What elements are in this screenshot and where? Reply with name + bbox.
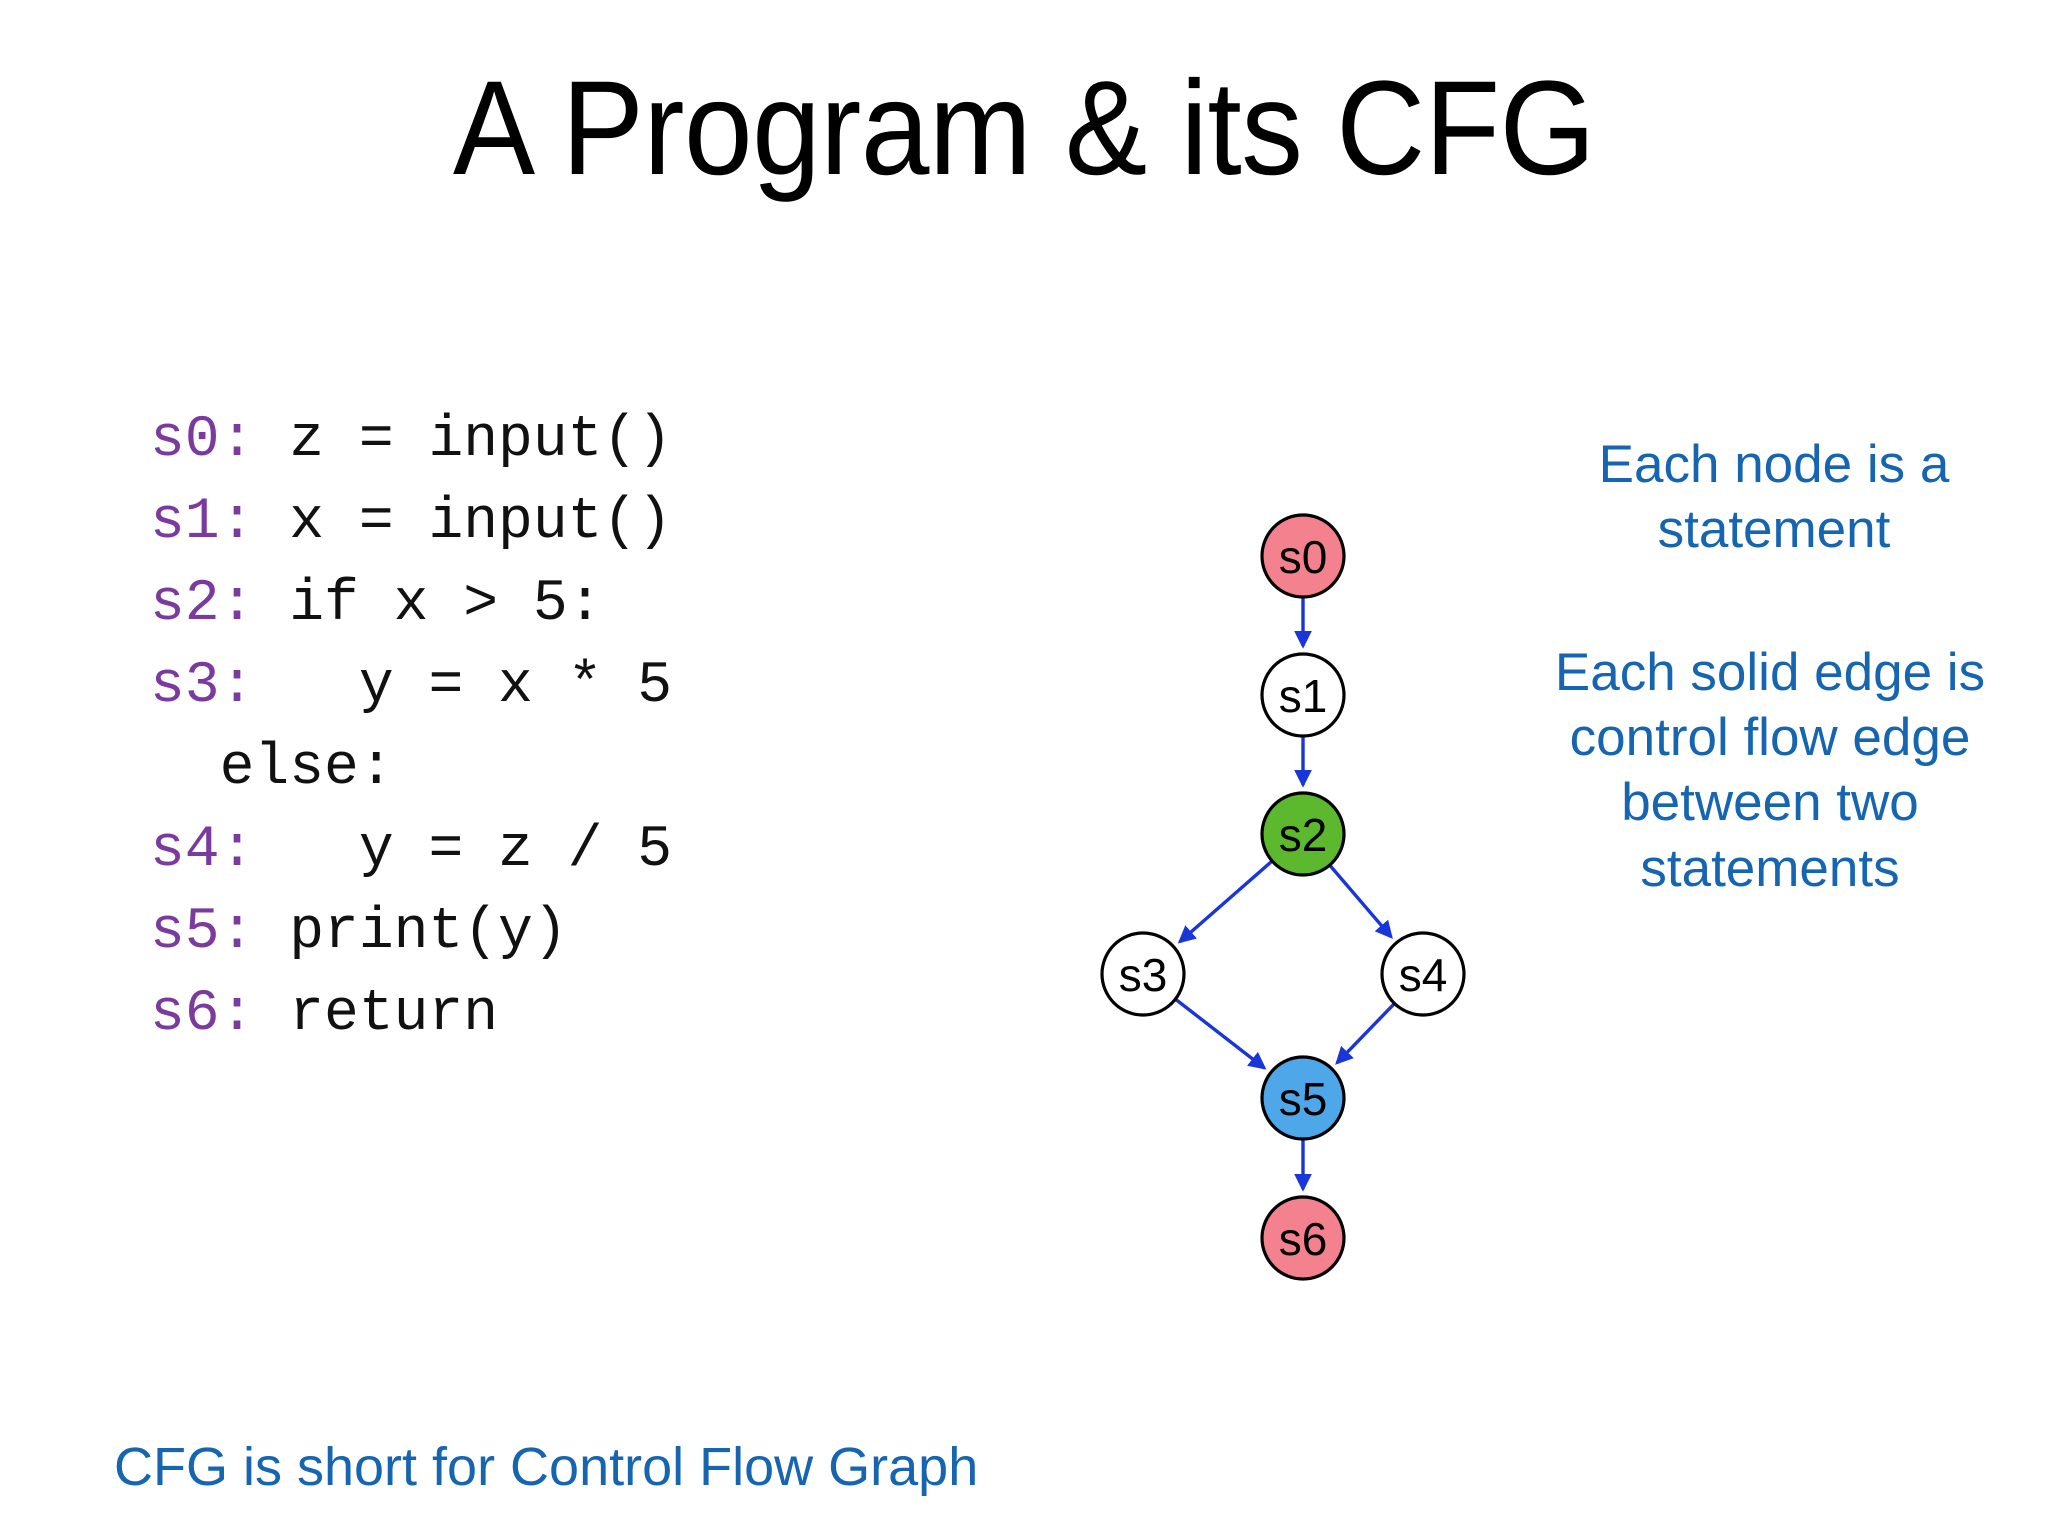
cfg-node-s5[interactable]: s5 bbox=[1260, 1055, 1346, 1141]
code-line-label: s0: bbox=[150, 408, 255, 473]
cfg-node-s3[interactable]: s3 bbox=[1100, 931, 1186, 1017]
code-line-text: print(y) bbox=[254, 900, 568, 965]
cfg-node-s1[interactable]: s1 bbox=[1260, 652, 1346, 738]
cfg-node-label: s3 bbox=[1119, 949, 1168, 1001]
footer-caption: CFG is short for Control Flow Graph bbox=[114, 1437, 979, 1497]
code-line: s1: x = input() bbox=[150, 482, 870, 564]
program-code-listing: s0: z = input()s1: x = input()s2: if x >… bbox=[150, 400, 870, 1056]
cfg-node-circle bbox=[1100, 931, 1186, 1017]
code-line-label: s2: bbox=[150, 572, 255, 637]
cfg-node-circle bbox=[1260, 1195, 1346, 1281]
cfg-node-group: s0 s1 s2 s3 s4 s5 s6 bbox=[1100, 513, 1466, 1281]
code-line: s3: y = x * 5 bbox=[150, 646, 870, 728]
cfg-node-circle bbox=[1380, 931, 1466, 1017]
code-line: s4: y = z / 5 bbox=[150, 810, 870, 892]
code-line: s5: print(y) bbox=[150, 892, 870, 974]
cfg-node-label: s1 bbox=[1279, 670, 1328, 722]
code-line-text: return bbox=[254, 982, 499, 1047]
code-line-text: z = input() bbox=[254, 408, 673, 473]
cfg-edge-s4-to-s5 bbox=[1335, 1002, 1396, 1065]
cfg-svg: s0 s1 s2 s3 s4 s5 s6 bbox=[1100, 513, 1466, 1281]
code-line: s6: return bbox=[150, 974, 870, 1056]
cfg-edge-s3-to-s5 bbox=[1175, 998, 1267, 1070]
cfg-node-label: s4 bbox=[1399, 949, 1448, 1001]
cfg-node-circle bbox=[1260, 791, 1346, 877]
cfg-edge-s2-to-s3 bbox=[1177, 860, 1273, 944]
cfg-node-circle bbox=[1260, 652, 1346, 738]
annotation-edge-is-control-flow: Each solid edge is control flow edge bet… bbox=[1554, 643, 1986, 898]
code-line-text: else: bbox=[150, 736, 394, 801]
code-line-text: x = input() bbox=[254, 490, 673, 555]
cfg-node-s6[interactable]: s6 bbox=[1260, 1195, 1346, 1281]
cfg-node-s0[interactable]: s0 bbox=[1260, 513, 1346, 599]
cfg-edge-group bbox=[1175, 598, 1396, 1192]
cfg-node-circle bbox=[1260, 513, 1346, 599]
code-line-text: y = x * 5 bbox=[254, 654, 673, 719]
code-line-label: s1: bbox=[150, 490, 255, 555]
code-line-label: s4: bbox=[150, 818, 255, 883]
cfg-node-s2[interactable]: s2 bbox=[1260, 791, 1346, 877]
annotation-node-is-statement: Each node is a statement bbox=[1598, 435, 1950, 560]
cfg-node-label: s5 bbox=[1279, 1073, 1328, 1125]
code-line-label: s5: bbox=[150, 900, 255, 965]
code-line: s2: if x > 5: bbox=[150, 564, 870, 646]
cfg-node-s4[interactable]: s4 bbox=[1380, 931, 1466, 1017]
cfg-node-label: s6 bbox=[1279, 1213, 1328, 1265]
code-line-label: s3: bbox=[150, 654, 255, 719]
code-line-text: if x > 5: bbox=[254, 572, 603, 637]
cfg-node-label: s0 bbox=[1279, 531, 1328, 583]
cfg-edge-s2-to-s4 bbox=[1329, 864, 1393, 939]
cfg-node-circle bbox=[1260, 1055, 1346, 1141]
cfg-node-label: s2 bbox=[1279, 809, 1328, 861]
code-line-label: s6: bbox=[150, 982, 255, 1047]
control-flow-graph: s0 s1 s2 s3 s4 s5 s6 bbox=[1070, 400, 1500, 1400]
code-line-text: y = z / 5 bbox=[254, 818, 673, 883]
code-line: s0: z = input() bbox=[150, 400, 870, 482]
code-line: else: bbox=[150, 728, 870, 810]
page-title: A Program & its CFG bbox=[452, 54, 1596, 203]
